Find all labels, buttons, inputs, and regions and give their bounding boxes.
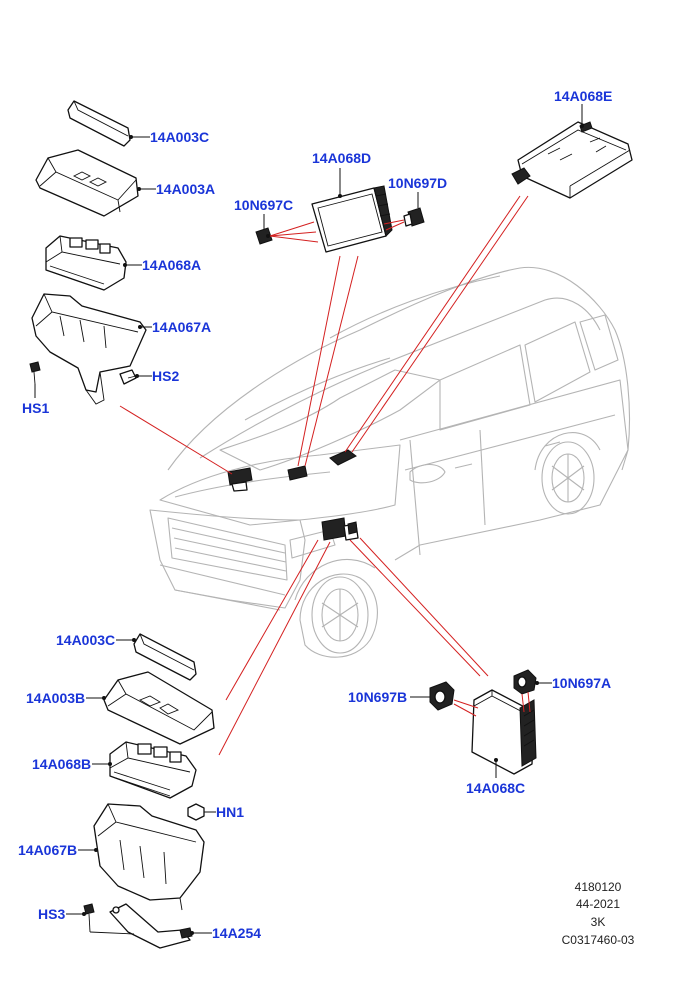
callout-hs1: HS1 [22, 400, 49, 416]
callout-14a003c-bottom: 14A003C [56, 632, 115, 648]
fuse-cover-strip-top [67, 100, 131, 147]
reference-line-2: 44-2021 [576, 897, 620, 911]
callout-14a068e: 14A068E [554, 88, 612, 104]
vehicle-outline [149, 266, 631, 658]
callout-14a003b: 14A003B [26, 690, 85, 706]
junction-box-b [109, 741, 197, 799]
fuse-box-housing-b [93, 803, 205, 911]
callout-hs2: HS2 [152, 368, 179, 384]
callout-14a254: 14A254 [212, 925, 261, 941]
connector-a [513, 669, 537, 695]
callout-hn1: HN1 [216, 804, 244, 820]
reference-line-1: 4180120 [575, 880, 622, 894]
connector-b [429, 681, 455, 711]
callout-14a067b: 14A067B [18, 842, 77, 858]
fuse-box-cover-a [35, 149, 139, 217]
control-module-d [311, 185, 393, 253]
callout-14a068a: 14A068A [142, 257, 201, 273]
fuse-cover-strip-bottom [133, 633, 197, 681]
connector-d [403, 207, 425, 227]
part-callouts: 14A003C 14A003A 14A068A 14A067A HS2 HS1 … [18, 88, 612, 941]
nut-hn1 [187, 803, 205, 821]
vehicle-module-markers [227, 449, 359, 541]
callout-10n697d: 10N697D [388, 175, 447, 191]
callout-14a003a: 14A003A [156, 181, 215, 197]
mounting-bracket [89, 903, 193, 949]
callout-14a068d: 14A068D [312, 150, 371, 166]
reference-block: 4180120 44-2021 3K C0317460-03 [562, 880, 635, 947]
callout-10n697b: 10N697B [348, 689, 407, 705]
connector-c [255, 227, 273, 245]
callout-14a068b: 14A068B [32, 756, 91, 772]
callout-14a068c: 14A068C [466, 780, 525, 796]
junction-box-a [45, 235, 127, 291]
control-module-e [511, 121, 633, 199]
callout-10n697c: 10N697C [234, 197, 293, 213]
callout-hs3: HS3 [38, 906, 65, 922]
connector-lines [119, 195, 529, 756]
fuse-box-housing-a [31, 293, 147, 405]
callout-10n697a: 10N697A [552, 675, 611, 691]
screw-hs2 [119, 369, 137, 385]
control-module-c [471, 689, 537, 775]
fuse-box-cover-b [103, 671, 215, 745]
reference-line-3: 3K [591, 915, 606, 929]
callout-14a003c-top: 14A003C [150, 129, 209, 145]
reference-line-4: C0317460-03 [562, 933, 635, 947]
callout-14a067a: 14A067A [152, 319, 211, 335]
screw-hs1 [29, 361, 41, 385]
screw-hs3 [83, 903, 95, 933]
